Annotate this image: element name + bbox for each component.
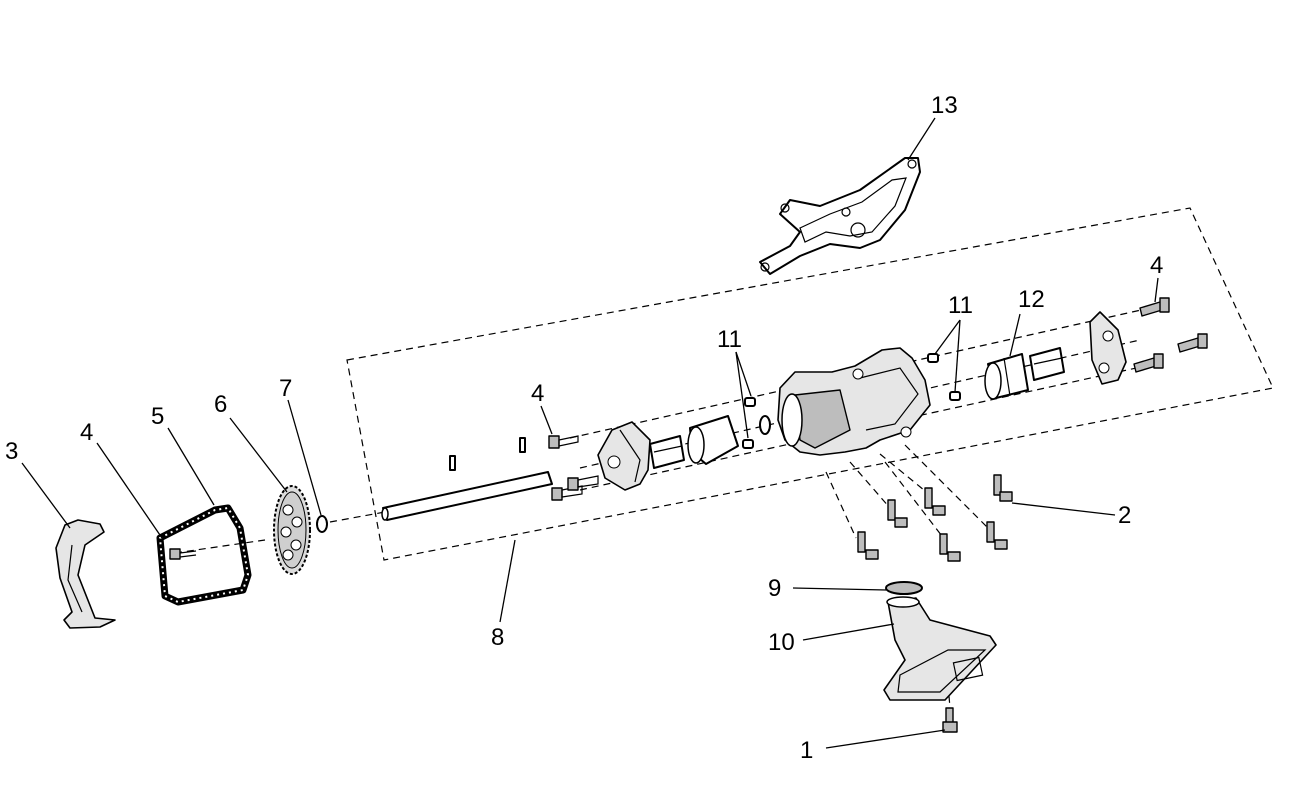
callout-11: 11 [948,292,973,319]
chain-guide-part-3 [55,519,116,629]
leader-11 [735,351,749,439]
leader-3 [21,462,71,529]
leader-7 [287,399,322,516]
outer-rotor [687,415,739,465]
callout-4: 4 [1150,252,1163,279]
callout-7: 7 [279,375,292,402]
callout-8: 8 [491,624,504,651]
front-cover [597,421,651,491]
leader-11 [735,351,752,397]
bolts-lower [857,474,1013,562]
axis-line [849,461,891,509]
leader-4 [540,405,553,435]
axis-line [569,307,1151,439]
gasket-part-13 [759,157,921,275]
assembly-boundary [346,207,1274,561]
washer-part-7 [316,515,328,533]
leader-6 [229,417,288,493]
leader-4 [1154,277,1159,303]
axis-line [904,444,991,531]
leader-5 [167,427,215,506]
sprocket-part-6 [273,485,311,575]
oil-strainer-part-10 [883,596,997,701]
callout-4: 4 [80,419,93,446]
callout-11: 11 [717,326,742,353]
bolt-part-4-rear [1133,297,1208,373]
axis-line [825,471,857,539]
leader-2 [1011,502,1116,516]
leader-8 [499,539,516,623]
leader-4 [96,442,163,539]
callout-13: 13 [931,92,958,119]
bolt-front [551,475,599,501]
callout-4: 4 [531,380,544,407]
leader-13 [907,117,936,161]
rear-inner-rotor [1029,347,1065,381]
o-ring-part-9 [885,581,923,595]
callout-9: 9 [768,575,781,602]
drive-shaft [381,437,553,521]
callout-6: 6 [214,391,227,418]
callout-1: 1 [800,737,813,764]
bolt-part-4 [169,548,197,560]
timing-chain-part-5 [156,504,252,606]
callout-12: 12 [1018,286,1045,313]
rear-cover [1089,311,1127,385]
leader-11 [954,319,961,393]
callout-3: 3 [5,438,18,465]
leader-12 [1009,313,1021,357]
axis-line [884,461,946,541]
leader-1 [825,729,946,749]
leader-11 [934,319,961,355]
axis-line [174,539,266,554]
inner-rotor [649,435,685,469]
rotor-part-12 [984,353,1029,400]
leader-9 [792,587,887,591]
axis-line [329,511,386,523]
callout-5: 5 [151,403,164,430]
callout-10: 10 [768,629,795,656]
callout-2: 2 [1118,502,1131,529]
leader-10 [802,623,895,641]
bolt-part-1 [942,707,958,733]
spring [759,415,771,435]
bolt-part-4 [548,435,579,449]
axis-line [879,453,931,496]
pump-housing [777,347,931,456]
